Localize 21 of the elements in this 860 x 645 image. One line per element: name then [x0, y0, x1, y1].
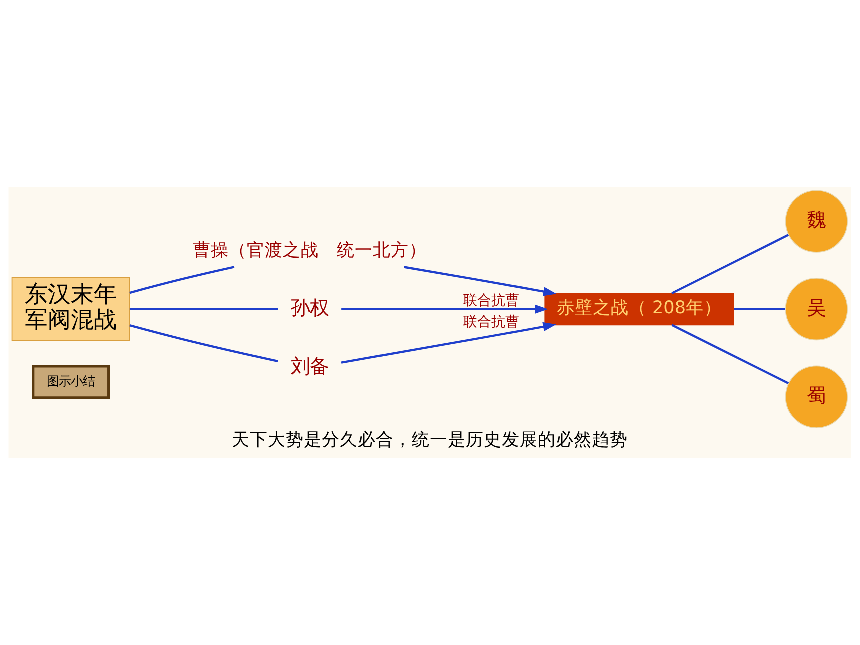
- caption: 天下大势是分久必合，统一是历史发展的必然趋势: [232, 430, 628, 451]
- connector: [130, 266, 235, 294]
- node-circle: 蜀: [785, 366, 848, 428]
- edge-label: 联合抗曹: [464, 314, 520, 331]
- node-box: 东汉末年 军阀混战: [12, 277, 130, 342]
- edge-label: 联合抗曹: [464, 292, 520, 309]
- connector: [130, 324, 278, 363]
- node-text: 刘备: [290, 355, 329, 378]
- arrow: [341, 322, 556, 364]
- arrow: [404, 266, 557, 296]
- node-text: 孙权: [290, 296, 329, 320]
- node-box: 图示小结: [32, 365, 110, 400]
- connector: [734, 308, 786, 310]
- connector: [672, 324, 790, 384]
- arrow: [342, 304, 548, 314]
- connector: [130, 308, 278, 310]
- node-box: 赤壁之战（ 208年）: [544, 293, 734, 326]
- node-circle: 魏: [785, 190, 848, 253]
- node-circle: 吴: [785, 278, 848, 341]
- node-text: 曹操（官渡之战 统一北方）: [192, 240, 427, 261]
- connector: [672, 234, 790, 294]
